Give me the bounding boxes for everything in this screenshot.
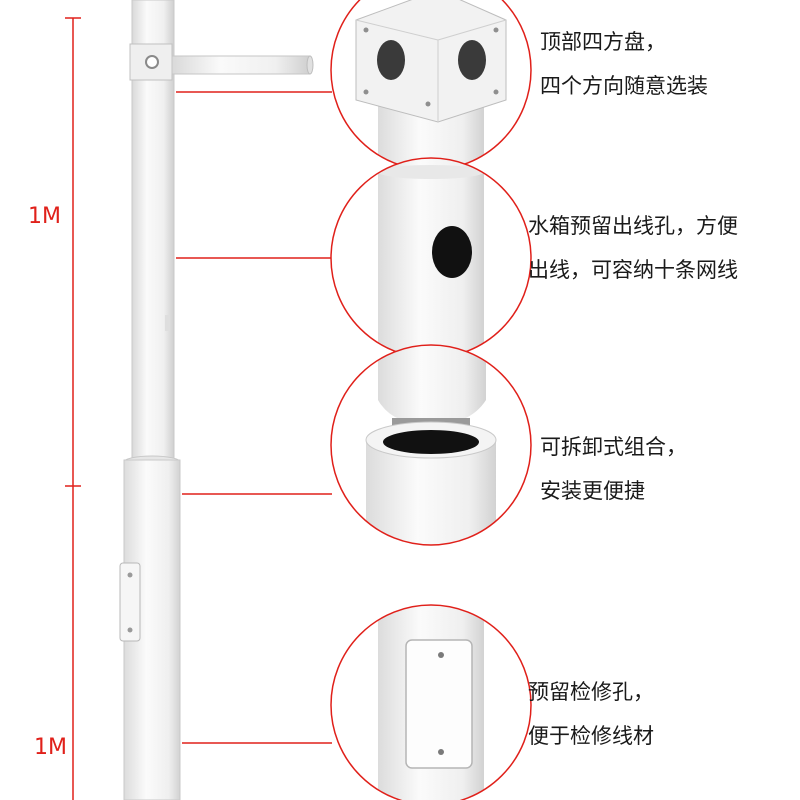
- feature-note-line: 安装更便捷: [540, 479, 645, 503]
- feature-note-line: 出线，可容纳十条网线: [528, 258, 738, 282]
- feature-note-cable-hole: 水箱预留出线孔，方便 出线，可容纳十条网线: [528, 204, 738, 292]
- feature-note-top-plate: 顶部四方盘， 四个方向随意选装: [540, 20, 708, 108]
- feature-note-line: 便于检修线材: [528, 724, 654, 748]
- feature-note-line: 顶部四方盘，: [540, 30, 666, 54]
- feature-note-detachable: 可拆卸式组合， 安装更便捷: [540, 425, 687, 513]
- leader-lines: [176, 91, 332, 744]
- feature-note-line: 可拆卸式组合，: [540, 435, 687, 459]
- feature-note-inspection: 预留检修孔， 便于检修线材: [528, 670, 654, 758]
- detail-inspection-hole: [330, 604, 532, 800]
- dimension-label-lower: 1M: [34, 735, 67, 760]
- dimension-line: [65, 17, 81, 800]
- pole: [119, 0, 314, 800]
- feature-note-line: 预留检修孔，: [528, 680, 654, 704]
- inspection-plate: [119, 562, 141, 642]
- horizontal-arm: [171, 55, 311, 75]
- feature-note-line: 四个方向随意选装: [540, 74, 708, 98]
- detail-cable-hole: [330, 157, 532, 359]
- feature-note-line: 水箱预留出线孔，方便: [528, 214, 738, 238]
- detail-detachable-joint: [330, 344, 532, 546]
- dimension-label-upper: 1M: [28, 204, 61, 229]
